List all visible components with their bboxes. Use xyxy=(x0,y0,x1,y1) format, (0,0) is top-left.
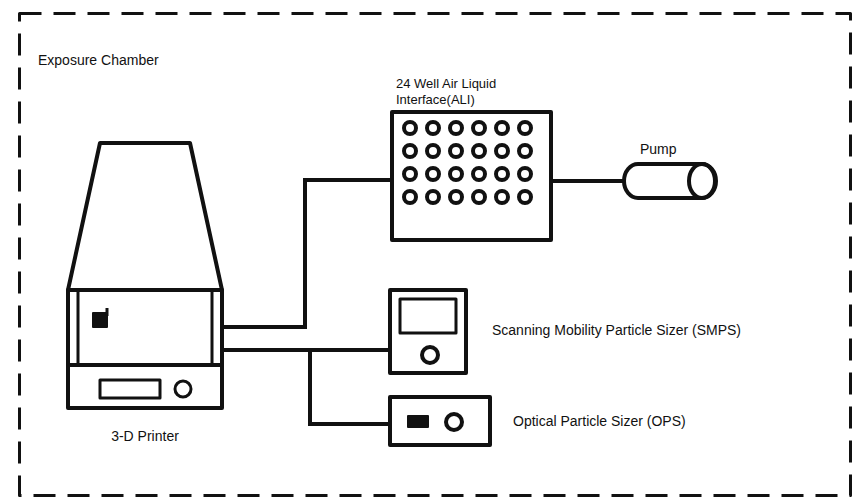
node-label: Exposure Chamber xyxy=(38,52,159,69)
ali-part xyxy=(496,168,508,180)
printer-outline xyxy=(66,140,224,412)
ops-part xyxy=(446,414,462,430)
printer-part xyxy=(106,308,109,316)
tube-connector xyxy=(552,179,623,183)
printer-part xyxy=(93,313,107,327)
smps-outline xyxy=(388,288,468,375)
pump-part xyxy=(624,164,716,198)
ali-part xyxy=(496,122,508,134)
tube-connector xyxy=(223,180,391,327)
printer-part xyxy=(100,380,160,398)
smps-part xyxy=(422,347,438,363)
ali-plate-node: 24 Well Air Liquid Interface(ALI) xyxy=(388,76,558,246)
node-label: Pump xyxy=(640,141,677,158)
ops-node: Optical Particle Sizer (OPS) xyxy=(386,393,786,451)
ali-part xyxy=(392,112,551,240)
ops-part xyxy=(390,397,490,445)
ali-part xyxy=(450,191,462,203)
tube-connector xyxy=(223,350,389,424)
ali-part xyxy=(519,168,531,180)
ali-part xyxy=(404,145,416,157)
chamber-part xyxy=(20,14,851,496)
ali-part xyxy=(519,145,531,157)
smps-part xyxy=(400,299,456,333)
node-label: 3-D Printer xyxy=(60,428,230,445)
node-label: Scanning Mobility Particle Sizer (SMPS) xyxy=(492,322,741,339)
ali-part xyxy=(404,191,416,203)
printer-part xyxy=(68,290,222,408)
printer-part xyxy=(68,143,222,290)
ali-part xyxy=(404,168,416,180)
pump-outline xyxy=(622,162,718,200)
pump-node: Pump xyxy=(618,140,722,202)
ali-part xyxy=(496,191,508,203)
printer-node: 3-D Printer xyxy=(60,140,234,450)
ali-part xyxy=(450,122,462,134)
exposure-chamber: Exposure Chamber 3-D Printer 24 Well Air L… xyxy=(18,12,852,497)
ops-part xyxy=(408,416,428,427)
ali-part xyxy=(427,191,439,203)
ali-part xyxy=(450,168,462,180)
printer-part xyxy=(68,363,222,367)
ops-outline xyxy=(388,395,492,447)
ali-part xyxy=(496,145,508,157)
ali-part xyxy=(473,145,485,157)
ali-part xyxy=(427,122,439,134)
printer-part xyxy=(175,381,191,397)
node-label: 24 Well Air Liquid Interface(ALI) xyxy=(396,76,546,108)
smps-part xyxy=(390,290,466,373)
ali-part xyxy=(473,122,485,134)
ali-outline xyxy=(390,110,553,242)
ali-part xyxy=(450,145,462,157)
smps-node: Scanning Mobility Particle Sizer (SMPS) xyxy=(386,286,776,378)
ali-part xyxy=(473,191,485,203)
printer-part xyxy=(78,290,212,365)
ali-part xyxy=(427,145,439,157)
pump-part xyxy=(689,164,715,198)
ali-part xyxy=(519,191,531,203)
ali-part xyxy=(427,168,439,180)
ali-part xyxy=(473,168,485,180)
ali-part xyxy=(404,122,416,134)
node-label: Optical Particle Sizer (OPS) xyxy=(513,413,686,430)
ali-part xyxy=(519,122,531,134)
